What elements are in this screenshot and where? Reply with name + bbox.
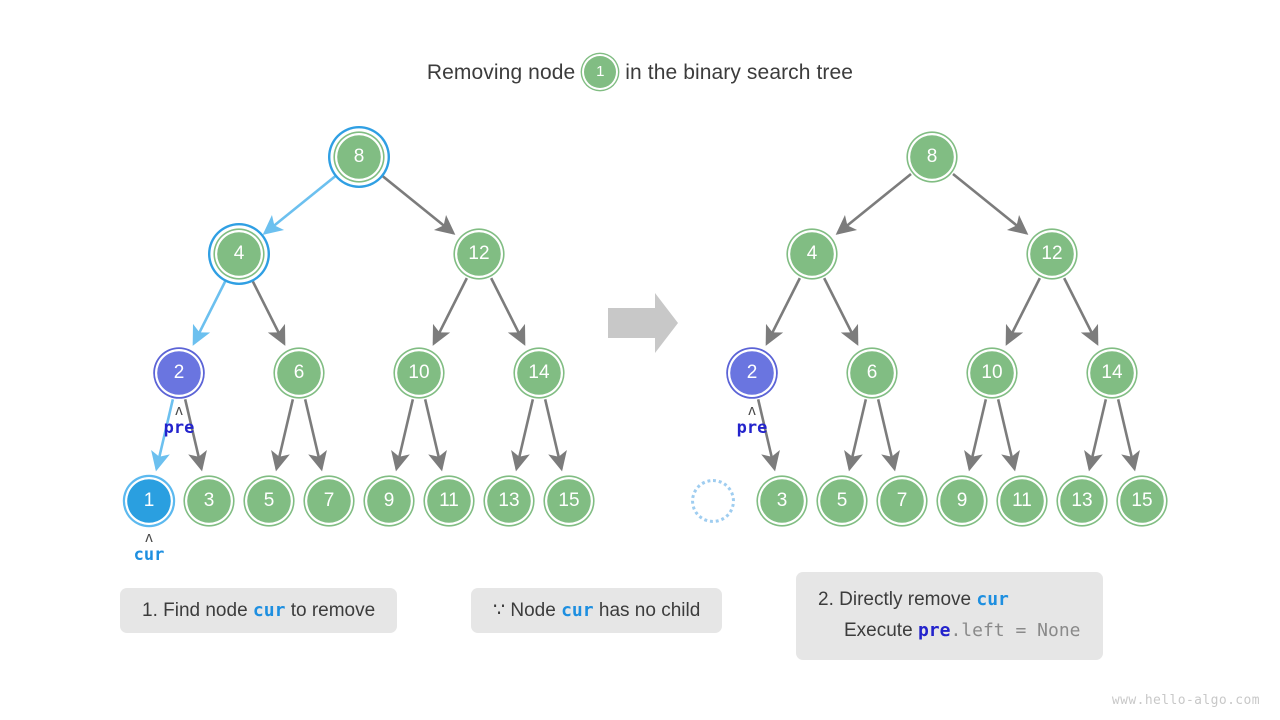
tree-node-4: 4 [215, 230, 263, 278]
tree-edge [423, 398, 447, 472]
tree-node-2: 2 [155, 349, 203, 397]
tree-node-13: 13 [485, 477, 533, 525]
tree-node-4: 4 [788, 230, 836, 278]
caption-step-3: 2. Directly remove cur Execute pre.left … [796, 572, 1103, 660]
tree-edge [249, 277, 286, 346]
tree-edge [765, 277, 802, 346]
tree-edge [1062, 277, 1099, 346]
tree-node-3: 3 [758, 477, 806, 525]
caption-3-line-2: Execute pre.left = None [818, 615, 1081, 646]
caption-3-text: 2. Directly remove [818, 589, 977, 610]
tree-edge [379, 172, 456, 235]
caption-step-2: ∵ Node cur has no child [471, 588, 723, 633]
tree-node-11: 11 [425, 477, 473, 525]
caption-3-keyword-cur: cur [976, 589, 1009, 610]
tree-node-6: 6 [848, 349, 896, 397]
title-suffix: in the binary search tree [625, 61, 854, 84]
pointer-caret-icon: ʌ [145, 529, 153, 546]
tree-node-3: 3 [185, 477, 233, 525]
tree-edge [543, 398, 567, 472]
tree-node-5: 5 [245, 477, 293, 525]
transition-arrow [608, 293, 678, 353]
tree-edge [1116, 398, 1140, 472]
tree-edge [822, 277, 859, 346]
tree-edge [432, 277, 469, 346]
tree-node-9: 9 [365, 477, 413, 525]
tree-edge [1005, 277, 1042, 346]
title-prefix: Removing node [426, 61, 576, 84]
tree-node-14: 14 [515, 349, 563, 397]
pointer-text: pre [736, 418, 768, 438]
tree-node-7: 7 [878, 477, 926, 525]
tree-edge [271, 398, 295, 472]
tree-node-10: 10 [395, 349, 443, 397]
pointer-text: pre [163, 418, 195, 438]
tree-edge [952, 172, 1029, 235]
tree-node-7: 7 [305, 477, 353, 525]
tree-edge [391, 398, 415, 472]
caption-1-keyword: cur [252, 600, 286, 621]
tree-edge [1084, 398, 1108, 472]
caption-step-1: 1. Find node cur to remove [120, 588, 398, 633]
pointer-caret-icon: ʌ [175, 402, 183, 419]
tree-edge [964, 398, 988, 472]
tree-node-6: 6 [275, 349, 323, 397]
tree-node-1: 1 [125, 477, 173, 525]
tree-edge [303, 398, 327, 472]
removed-node-placeholder [691, 479, 735, 523]
tree-node-15: 15 [1118, 477, 1166, 525]
tree-edge [192, 277, 229, 346]
tree-node-11: 11 [998, 477, 1046, 525]
tree-edge [511, 398, 535, 472]
pointer-caret-icon: ʌ [748, 402, 756, 419]
watermark: www.hello-algo.com [1111, 693, 1260, 708]
caption-1-text: 1. Find node [142, 600, 253, 621]
page-title: Removing node 1 in the binary search tree [0, 54, 1280, 91]
caption-2-tail: has no child [593, 600, 701, 621]
caption-1-tail: to remove [285, 600, 376, 621]
tree-node-12: 12 [1028, 230, 1076, 278]
tree-edge [996, 398, 1020, 472]
tree-node-13: 13 [1058, 477, 1106, 525]
caption-2-keyword: cur [561, 600, 594, 621]
tree-edge [876, 398, 900, 472]
pointer-text: cur [133, 545, 165, 565]
tree-edge [489, 277, 526, 346]
title-node-badge: 1 [582, 54, 619, 90]
tree-edge [262, 172, 339, 235]
caption-3-line-1: 2. Directly remove cur [818, 589, 1009, 610]
tree-node-2: 2 [728, 349, 776, 397]
caption-3-execute-text: Execute [844, 620, 918, 641]
tree-node-8: 8 [908, 133, 956, 181]
tree-node-15: 15 [545, 477, 593, 525]
tree-node-14: 14 [1088, 349, 1136, 397]
tree-node-8: 8 [335, 133, 383, 181]
tree-node-5: 5 [818, 477, 866, 525]
tree-node-9: 9 [938, 477, 986, 525]
tree-node-10: 10 [968, 349, 1016, 397]
tree-edge [844, 398, 868, 472]
caption-2-text: ∵ Node [493, 600, 562, 621]
tree-edge [835, 172, 912, 235]
tree-node-12: 12 [455, 230, 503, 278]
caption-3-keyword-pre: pre [917, 620, 951, 641]
caption-3-code: .left = None [950, 620, 1081, 641]
